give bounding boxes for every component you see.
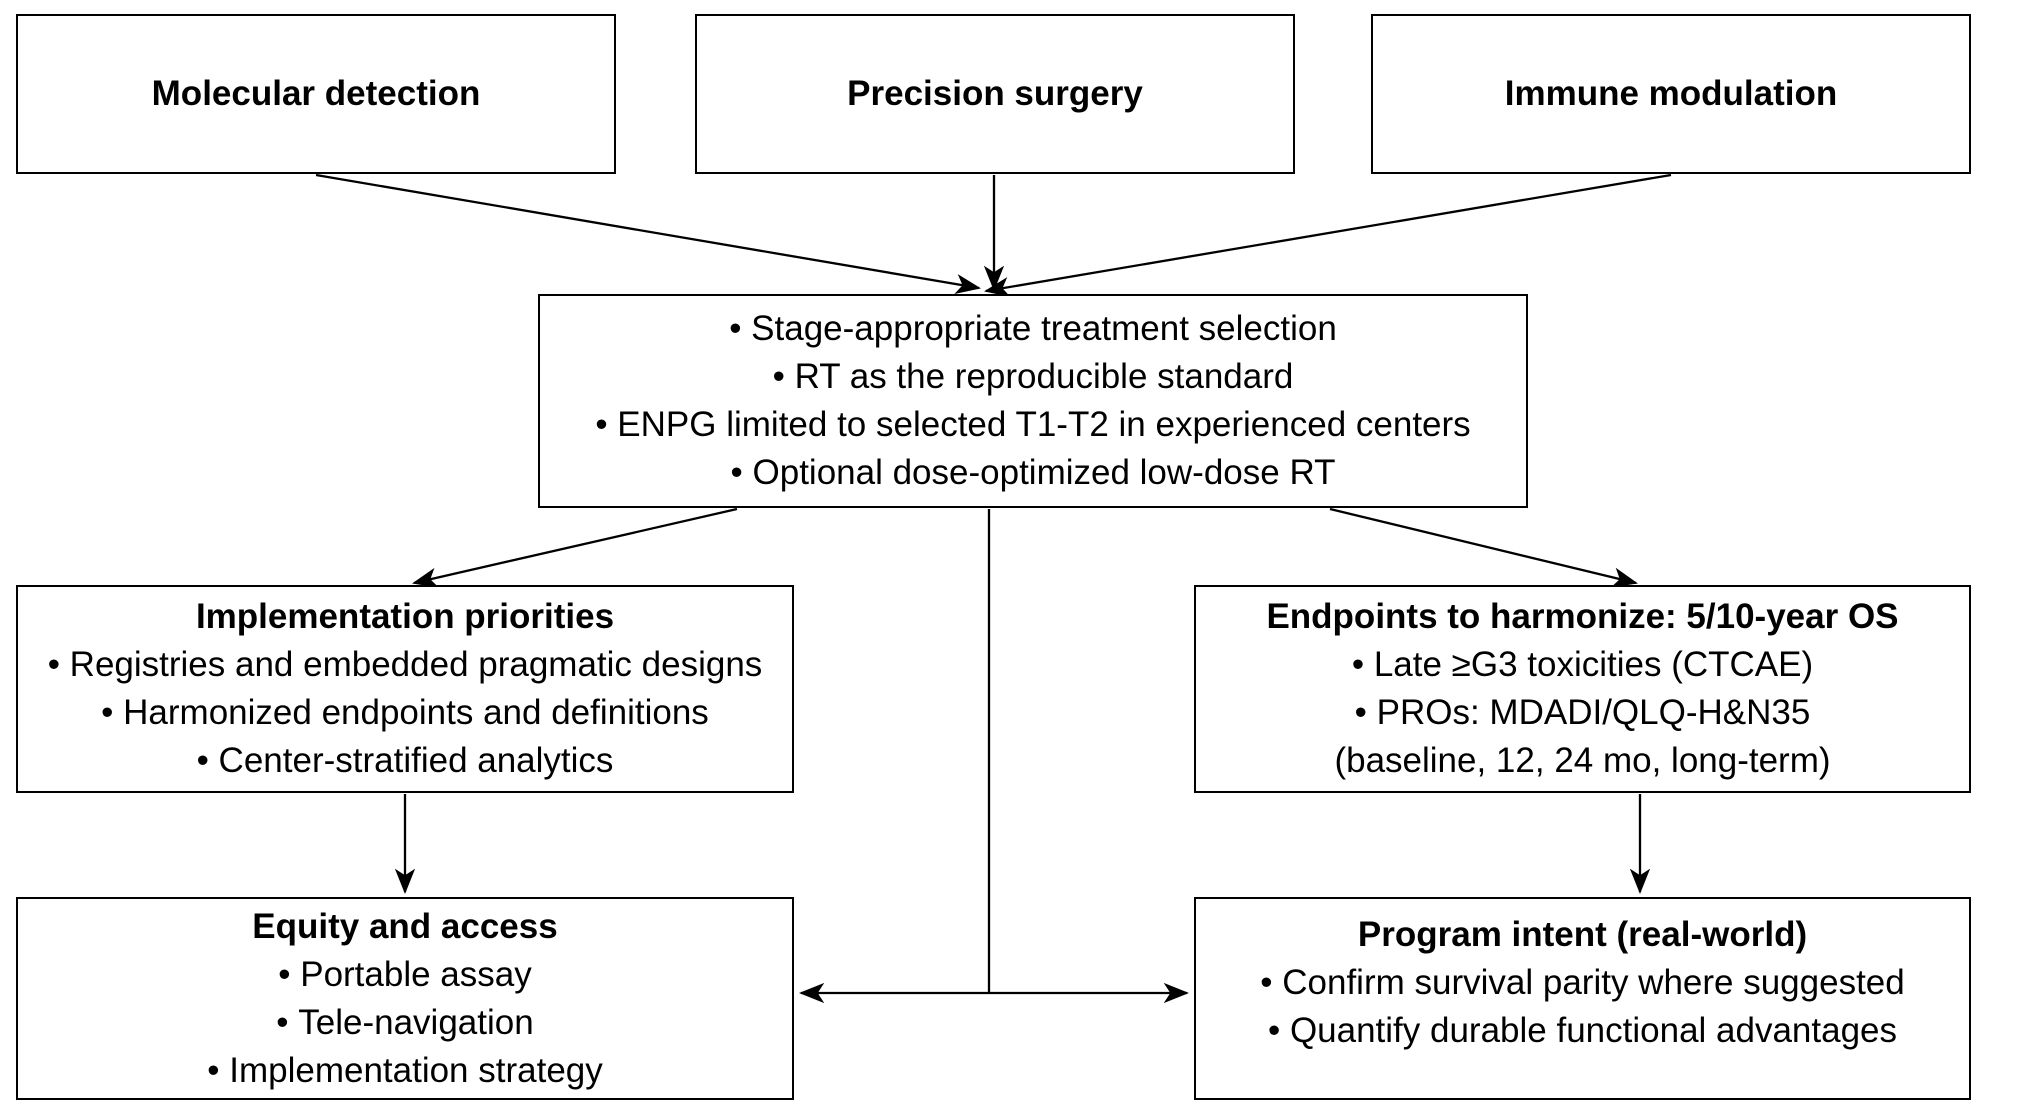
node-title: Program intent (real-world) [1357, 915, 1808, 954]
bullet-item: Portable assay [28, 951, 782, 999]
node-treatment-selection: Stage-appropriate treatment selection RT… [538, 294, 1528, 508]
node-implementation-priorities: Implementation priorities Registries and… [16, 585, 794, 793]
bullet-item: Center-stratified analytics [28, 737, 782, 785]
node-molecular-detection: Molecular detection [16, 14, 616, 174]
node-title: Implementation priorities [195, 597, 615, 636]
bullet-item: PROs: MDADI/QLQ-H&N35 [1206, 689, 1959, 737]
node-title: Molecular detection [151, 74, 481, 113]
node-equity-access: Equity and access Portable assay Tele-na… [16, 897, 794, 1100]
bullet-item: RT as the reproducible standard [550, 353, 1516, 401]
bullet-item: Optional dose-optimized low-dose RT [550, 449, 1516, 497]
node-endpoints-harmonize: Endpoints to harmonize: 5/10-year OS Lat… [1194, 585, 1971, 793]
arrow-selection-to-endpoints [1329, 507, 1638, 588]
bullet-item: Late ≥G3 toxicities (CTCAE) [1206, 641, 1959, 689]
bullet-item: Tele-navigation [28, 999, 782, 1047]
bullet-item: Confirm survival parity where suggested [1206, 959, 1959, 1007]
node-title: Precision surgery [847, 74, 1143, 113]
bullet-item: Implementation strategy [28, 1047, 782, 1095]
node-immune-modulation: Immune modulation [1371, 14, 1971, 174]
arrow-immune-to-selection [984, 173, 1672, 298]
node-title: Endpoints to harmonize: 5/10-year OS [1266, 597, 1899, 636]
arrow-molecular-to-selection [315, 173, 981, 295]
node-title: Equity and access [252, 906, 558, 946]
arrow-selection-to-implementation [412, 507, 738, 588]
bullet-item: Quantify durable functional advantages [1206, 1007, 1959, 1055]
bullet-item: Stage-appropriate treatment selection [550, 305, 1516, 353]
bullet-item: Registries and embedded pragmatic design… [28, 641, 782, 689]
node-precision-surgery: Precision surgery [695, 14, 1295, 174]
note-line: (baseline, 12, 24 mo, long-term) [1334, 741, 1831, 780]
node-title: Immune modulation [1504, 74, 1838, 113]
bullet-item: Harmonized endpoints and definitions [28, 689, 782, 737]
node-program-intent: Program intent (real-world) Confirm surv… [1194, 897, 1971, 1100]
bullet-item: ENPG limited to selected T1-T2 in experi… [550, 401, 1516, 449]
